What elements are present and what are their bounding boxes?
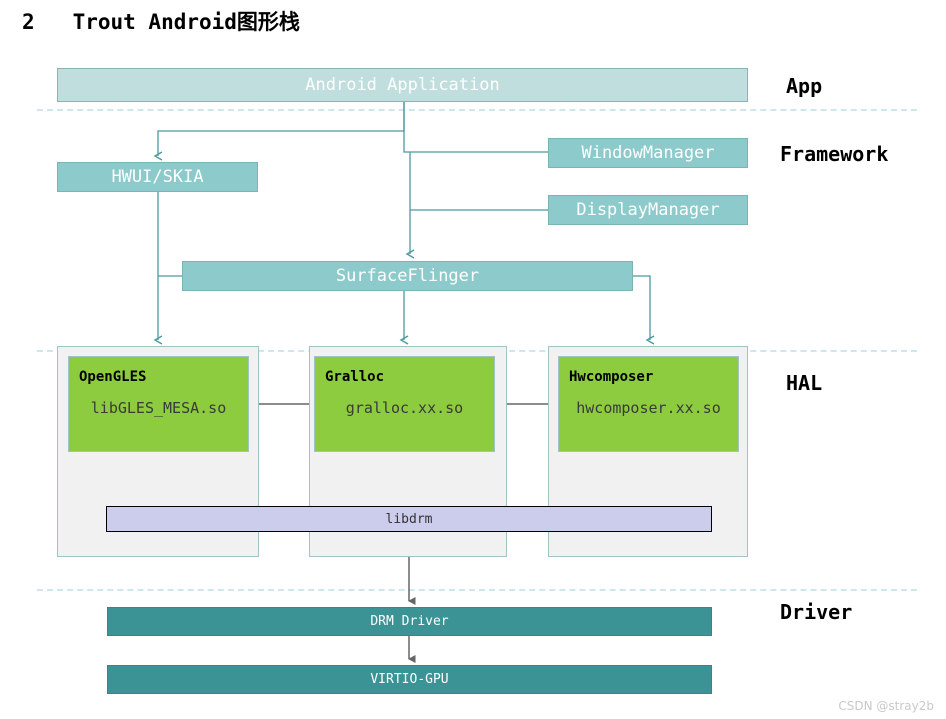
virtio-gpu-box[interactable]: VIRTIO-GPU	[107, 665, 712, 694]
separator-hal-driver	[37, 589, 917, 591]
opengles-title: OpenGLES	[79, 369, 147, 385]
layer-label-framework: Framework	[780, 142, 889, 166]
watermark: CSDN @stray2b	[838, 699, 934, 713]
display-manager-label: DisplayManager	[576, 200, 720, 220]
layer-label-driver: Driver	[780, 600, 853, 624]
drm-driver-box[interactable]: DRM Driver	[107, 607, 712, 636]
opengles-lib: libGLES_MESA.so	[90, 399, 227, 417]
display-manager-box[interactable]: DisplayManager	[548, 195, 748, 225]
hwcomposer-lib: hwcomposer.xx.so	[576, 399, 721, 417]
surface-flinger-label: SurfaceFlinger	[335, 266, 480, 286]
android-application-box[interactable]: Android Application	[57, 68, 748, 102]
window-manager-label: WindowManager	[581, 143, 715, 163]
libdrm-label: libdrm	[385, 511, 433, 527]
page-title: 2 Trout Android图形栈	[22, 10, 300, 34]
layer-label-app: App	[786, 74, 823, 98]
hwui-skia-label: HWUI/SKIA	[111, 167, 204, 187]
gralloc-title: Gralloc	[325, 369, 385, 385]
gralloc-lib: gralloc.xx.so	[345, 399, 464, 417]
hal-module-gralloc[interactable]: Gralloc gralloc.xx.so	[314, 356, 495, 452]
hwcomposer-title: Hwcomposer	[569, 369, 654, 385]
virtio-gpu-label: VIRTIO-GPU	[370, 672, 449, 687]
android-application-label: Android Application	[305, 75, 500, 95]
hal-module-hwcomposer[interactable]: Hwcomposer hwcomposer.xx.so	[558, 356, 739, 452]
separator-app-framework	[37, 109, 917, 111]
window-manager-box[interactable]: WindowManager	[548, 138, 748, 168]
hwui-skia-box[interactable]: HWUI/SKIA	[57, 162, 258, 192]
hal-module-opengles[interactable]: OpenGLES libGLES_MESA.so	[68, 356, 249, 452]
surface-flinger-box[interactable]: SurfaceFlinger	[182, 261, 633, 291]
drm-driver-label: DRM Driver	[370, 614, 449, 629]
layer-label-hal: HAL	[786, 371, 823, 395]
libdrm-box[interactable]: libdrm	[106, 506, 712, 532]
